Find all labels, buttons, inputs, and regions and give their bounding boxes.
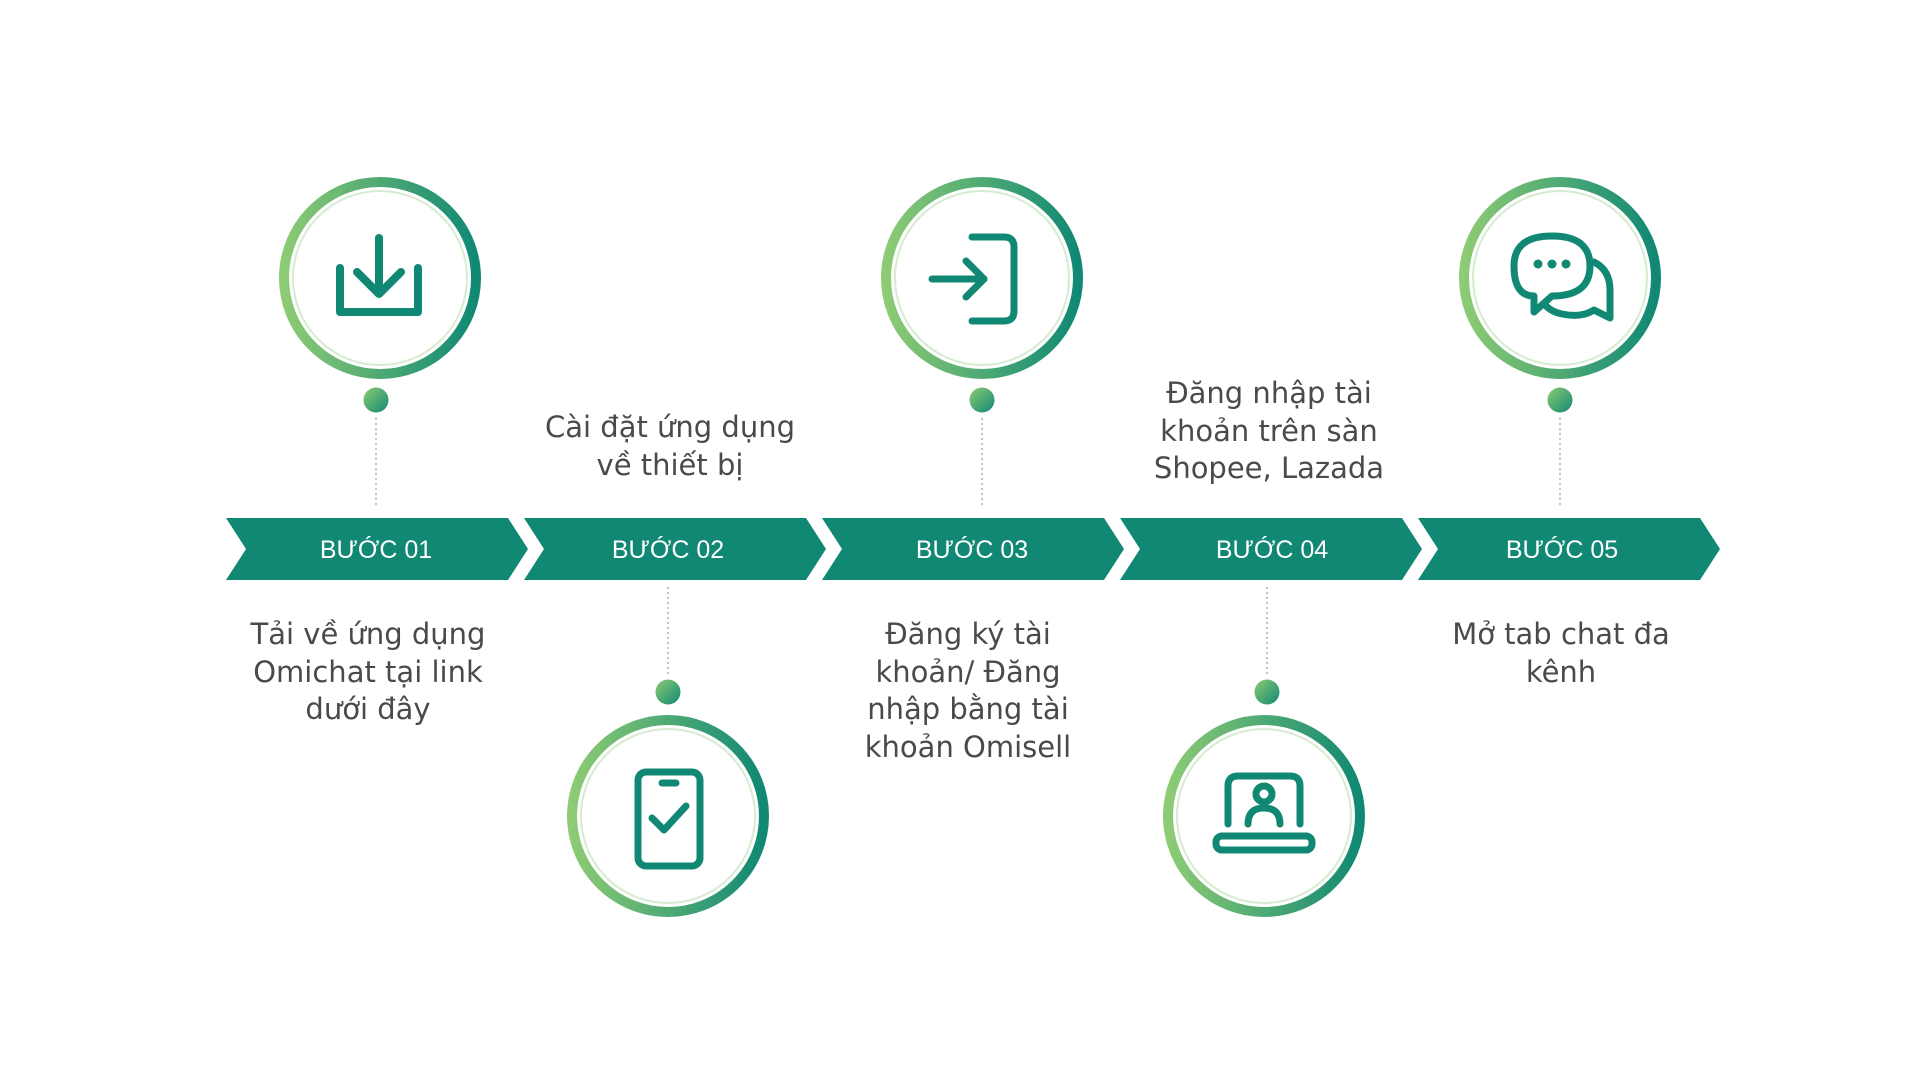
step-description-5: Mở tab chat đa kênh bbox=[1401, 616, 1721, 691]
desc-line: Đăng ký tài bbox=[885, 617, 1051, 651]
step-chevron-2 bbox=[524, 518, 826, 580]
step-description-2: Cài đặt ứng dụng về thiết bị bbox=[510, 409, 830, 484]
step-chevron-1 bbox=[226, 518, 528, 580]
desc-line: Cài đặt ứng dụng bbox=[544, 410, 796, 444]
step-dot-4 bbox=[1254, 679, 1280, 705]
step-description-4: Đăng nhập tài khoản trên sàn Shopee, Laz… bbox=[1109, 375, 1429, 488]
desc-line: Tải về ứng dụng bbox=[250, 617, 486, 651]
step-chevron-4 bbox=[1120, 518, 1422, 580]
desc-line: kênh bbox=[1525, 654, 1597, 689]
login-icon bbox=[928, 233, 1018, 325]
step-dot-1 bbox=[363, 387, 389, 413]
desc-line: Omichat tại link bbox=[253, 654, 483, 689]
step-label-5: BƯỚC 05 bbox=[1506, 535, 1618, 564]
desc-line: Đăng nhập tài bbox=[1166, 376, 1372, 410]
step-description-1: Tải về ứng dụng Omichat tại link dưới đâ… bbox=[208, 616, 528, 729]
desc-line: khoản/ Đăng bbox=[875, 654, 1061, 689]
desc-line: khoản Omisell bbox=[864, 729, 1072, 764]
phone-check-icon bbox=[634, 768, 704, 870]
desc-line: nhập bằng tài bbox=[867, 692, 1069, 726]
step-chevron-3 bbox=[822, 518, 1124, 580]
step-label-4: BƯỚC 04 bbox=[1216, 535, 1328, 564]
step-label-3: BƯỚC 03 bbox=[916, 535, 1028, 564]
download-icon bbox=[336, 234, 422, 316]
step-label-1: BƯỚC 01 bbox=[320, 535, 432, 564]
step-description-3: Đăng ký tài khoản/ Đăng nhập bằng tài kh… bbox=[808, 616, 1128, 766]
step-dot-2 bbox=[655, 679, 681, 705]
step-circle-5 bbox=[1459, 177, 1661, 379]
step-dot-5 bbox=[1547, 387, 1573, 413]
desc-line: dưới đây bbox=[305, 692, 431, 726]
step-circle-4 bbox=[1163, 715, 1365, 917]
desc-line: về thiết bị bbox=[596, 447, 744, 482]
chat-bubbles-icon bbox=[1510, 232, 1614, 322]
step-dot-3 bbox=[969, 387, 995, 413]
desc-line: Shopee, Lazada bbox=[1153, 451, 1385, 485]
chat-dots bbox=[1533, 259, 1571, 269]
desc-line: khoản trên sàn bbox=[1160, 413, 1378, 448]
step-label-2: BƯỚC 02 bbox=[612, 535, 724, 564]
step-chevron-5 bbox=[1418, 518, 1720, 580]
step-circle-2 bbox=[567, 715, 769, 917]
desc-line: Mở tab chat đa bbox=[1452, 617, 1670, 651]
laptop-user-icon bbox=[1212, 772, 1316, 854]
